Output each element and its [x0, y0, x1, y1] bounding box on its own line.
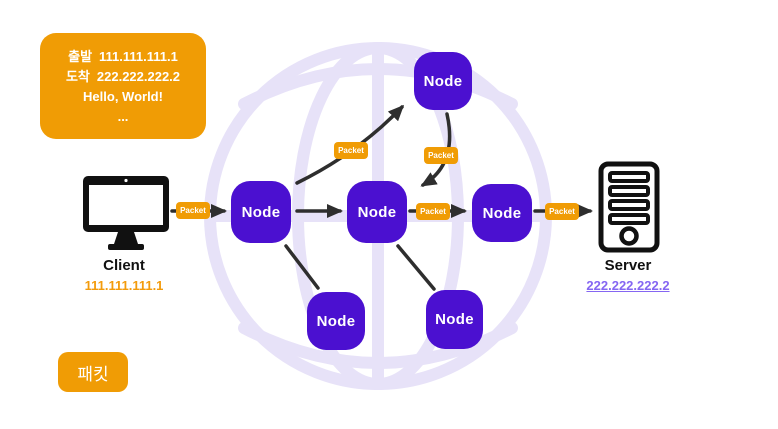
node-right: Node: [472, 184, 532, 242]
packet-dest-label: 도착: [65, 69, 90, 84]
node-bottom-right: Node: [426, 290, 483, 349]
node-bottom-left: Node: [307, 292, 365, 350]
packet-badge-mid-leg: Packet: [416, 203, 450, 220]
packet-message: Hello, World!: [83, 89, 163, 104]
packet-badge-down-leg: Packet: [424, 147, 458, 164]
node-center: Node: [347, 181, 407, 243]
packet-card: 출발 111.111.111.1 도착 222.222.222.2 Hello, W…: [40, 33, 206, 139]
globe-latitude-top: [238, 63, 518, 110]
server-label: Server: [604, 257, 652, 274]
globe-latitude-bottom: [238, 322, 518, 369]
client-ip: 111.111.111.1: [84, 278, 164, 293]
node-left: Node: [231, 181, 291, 243]
packet-dest-ip: 222.222.222.2: [96, 69, 181, 84]
link-center-node-to-bottom-right-node: [396, 244, 436, 291]
client-monitor-icon: [82, 175, 170, 255]
packet-badge-server-leg: Packet: [545, 203, 579, 220]
packet-dest-line: 도착 222.222.222.2: [66, 67, 180, 87]
packet-badge-up-leg: Packet: [334, 142, 368, 159]
packet-source-ip: 111.111.111.1: [99, 49, 178, 64]
server-ip: 222.222.222.2: [586, 278, 670, 293]
node-top: Node: [414, 52, 472, 110]
packet-legend-badge: 패킷: [58, 352, 128, 392]
link-left-node-to-bottom-left-node: [284, 244, 320, 290]
packet-badge-client-leg: Packet: [176, 202, 210, 219]
client-label: Client: [103, 257, 145, 274]
packet-source-label: 출발: [68, 49, 93, 64]
server-tower-icon: [598, 161, 660, 258]
packet-ellipsis: ...: [117, 109, 129, 124]
packet-source-line: 출발 111.111.111.1: [68, 47, 178, 67]
